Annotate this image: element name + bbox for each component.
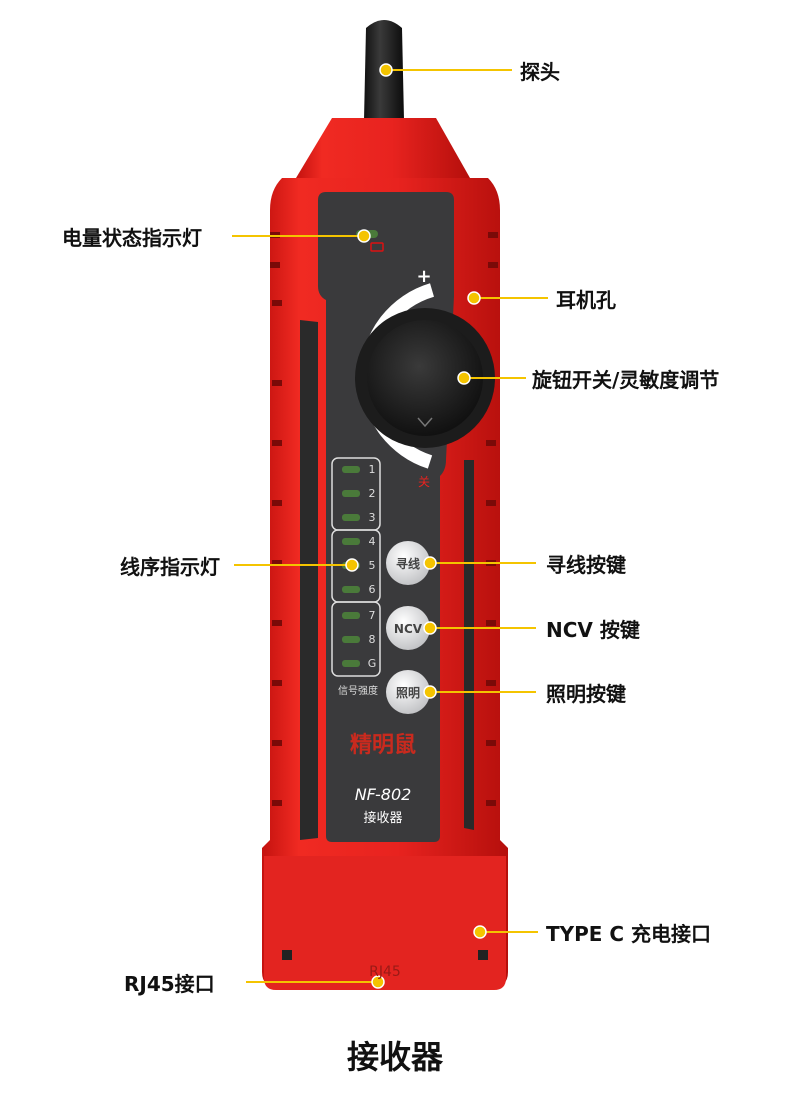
callout-rj45: RJ45接口 <box>124 972 215 996</box>
callout-dot-knob <box>457 371 471 385</box>
right-grip-strip <box>464 460 474 830</box>
battery-icon <box>370 242 384 252</box>
ncv-button <box>386 606 430 650</box>
callout-dot-earphone <box>467 291 481 305</box>
callout-wire-order: 线序指示灯 <box>120 555 220 579</box>
left-grip-strip <box>300 320 318 840</box>
body-base <box>264 856 506 990</box>
light-button-label: 照明 <box>396 685 420 700</box>
callout-dot-ncv <box>423 621 437 635</box>
callout-dot-typec <box>473 925 487 939</box>
callout-trace-button: 寻线按键 <box>546 553 626 577</box>
led-label-g: G <box>368 657 377 670</box>
subtitle-label: 接收器 <box>363 810 402 826</box>
led-label-7: 7 <box>369 609 376 622</box>
callout-dot-rj45 <box>371 975 385 989</box>
body-neck <box>296 118 470 178</box>
callout-knob: 旋钮开关/灵敏度调节 <box>532 368 720 392</box>
knob <box>367 320 483 436</box>
callout-dot-probe <box>379 63 393 77</box>
brand-logo: 精明鼠 <box>350 732 416 758</box>
callout-dot-trace <box>423 556 437 570</box>
led-label-6: 6 <box>369 583 376 596</box>
callout-typec: TYPE C 充电接口 <box>546 922 712 946</box>
signal-strength-label: 信号强度 <box>338 684 378 697</box>
callout-light-button: 照明按键 <box>546 682 626 706</box>
led-group-3 <box>331 601 381 677</box>
light-button <box>386 670 430 714</box>
page-caption: 接收器 <box>346 1038 443 1076</box>
trace-button <box>386 541 430 585</box>
callout-battery: 电量状态指示灯 <box>62 226 202 250</box>
trace-button-label: 寻线 <box>396 556 420 571</box>
led-label-2: 2 <box>369 487 376 500</box>
callout-dot-wire-order <box>345 558 359 572</box>
callout-dot-light <box>423 685 437 699</box>
led-label-5: 5 <box>369 559 376 572</box>
led-label-1: 1 <box>369 463 376 476</box>
led-label-3: 3 <box>369 511 376 524</box>
ncv-button-label: NCV <box>394 622 423 636</box>
rj45-port-label: RJ45 <box>369 964 401 980</box>
callout-ncv-button: NCV 按键 <box>546 618 640 642</box>
led-label-8: 8 <box>369 633 376 646</box>
callout-earphone: 耳机孔 <box>556 288 616 312</box>
dial-plus-label: + <box>416 266 431 287</box>
callout-dot-battery <box>357 229 371 243</box>
led-label-4: 4 <box>369 535 376 548</box>
callout-probe: 探头 <box>520 60 560 84</box>
dial-off-label: 关 <box>418 475 430 489</box>
model-label: NF-802 <box>355 785 412 804</box>
